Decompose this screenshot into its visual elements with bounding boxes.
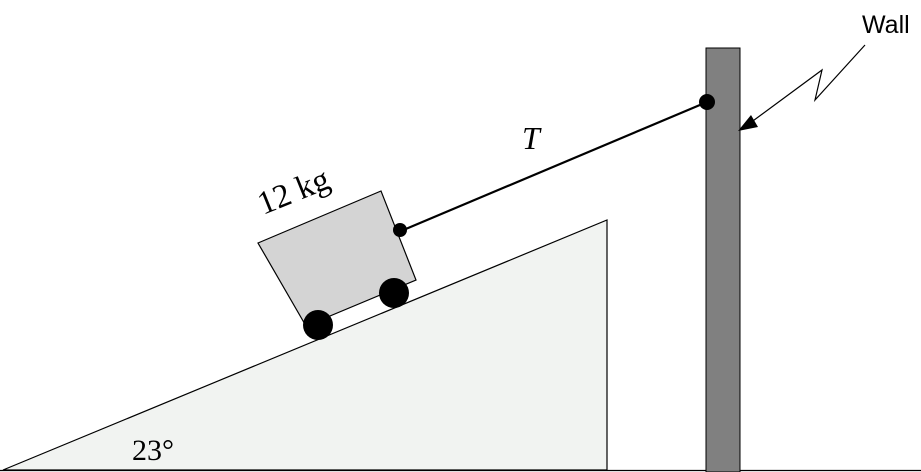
cart-wheel-front bbox=[379, 278, 409, 308]
tension-label: T bbox=[522, 120, 542, 156]
wall-label: Wall bbox=[862, 11, 910, 39]
cart-body bbox=[257, 190, 417, 327]
rope bbox=[400, 100, 708, 233]
mass-label: 12 kg bbox=[253, 161, 335, 222]
cart-wheel-rear bbox=[303, 310, 333, 340]
angle-label: 23° bbox=[132, 434, 174, 467]
wall-pointer-line bbox=[745, 44, 866, 127]
cart bbox=[257, 190, 417, 340]
wall-pointer-arrowhead bbox=[738, 115, 758, 131]
rope-hitch-point bbox=[393, 223, 407, 237]
rope-anchor-point bbox=[699, 94, 715, 110]
wall bbox=[705, 47, 741, 472]
